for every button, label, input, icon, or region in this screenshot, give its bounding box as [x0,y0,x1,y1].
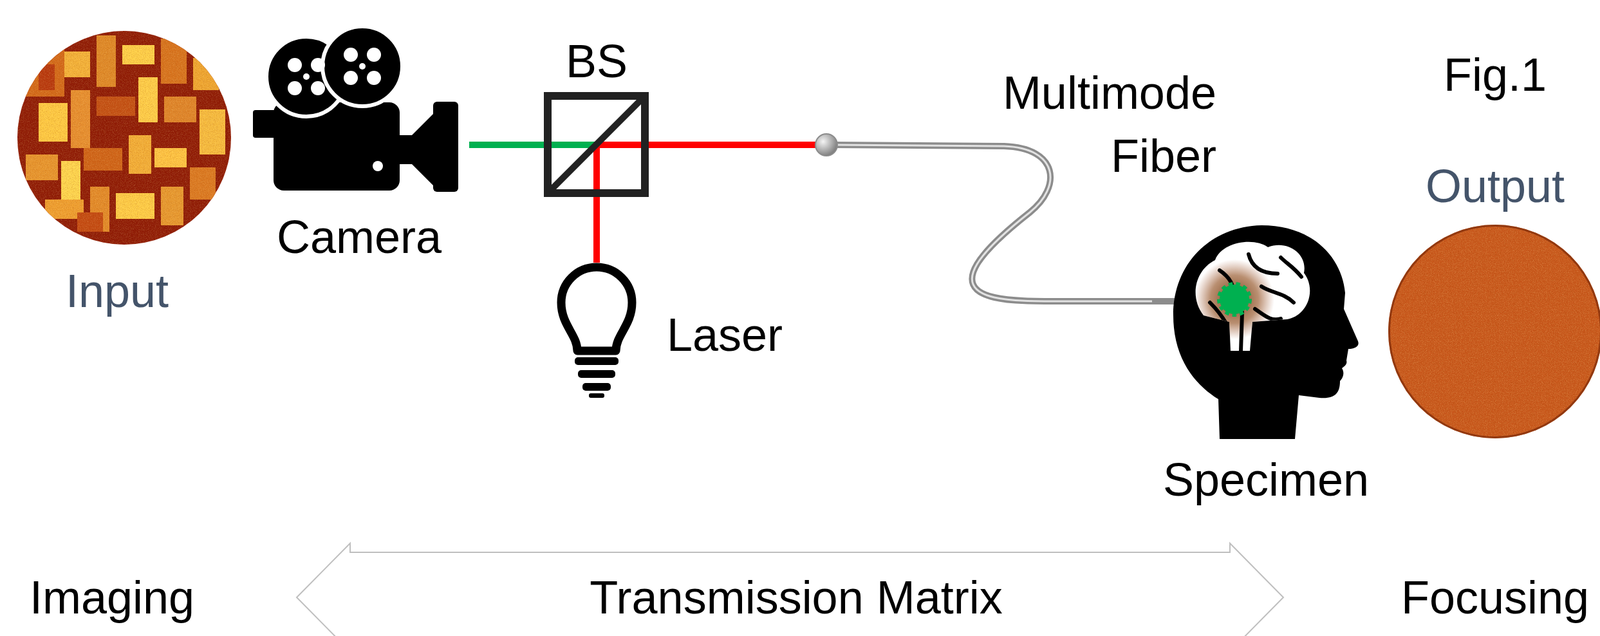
light-beam [648,141,819,149]
output-speckle-image [1388,224,1600,439]
camera-icon [366,47,382,62]
camera-icon [287,47,383,172]
connector [469,144,544,146]
node-label: Input [65,267,169,315]
laser-bulb-icon [574,357,619,365]
connector [596,196,598,263]
node-label: Camera [276,213,442,261]
fiber-highlight [832,144,1159,302]
input-speckle-image [17,30,232,245]
output-speckle-image [1388,224,1600,439]
brain-drawing [1280,257,1302,277]
camera-icon [310,57,326,73]
light-beam [469,141,544,149]
laser-bulb-icon [582,382,611,391]
node-label: BS [565,37,628,85]
brain-drawing [1255,308,1281,320]
output-speckle-image [1388,225,1600,438]
beam-splitter: BS [543,32,649,197]
brain-drawing [1219,284,1250,315]
camera-icon: Camera [252,25,470,264]
light-beam [593,196,600,263]
head-silhouette [1173,225,1359,439]
input-speckle-image [17,30,232,245]
laser-bulb-icon [588,393,605,398]
camera-icon [433,101,459,192]
side-label: Imaging [29,574,195,621]
head-silhouette [1173,225,1359,439]
camera-icon [287,57,302,73]
camera-icon [252,26,459,192]
figure-number: Fig.1 [1443,51,1547,98]
laser-bulb-icon [561,267,633,398]
brain-drawing [1209,254,1302,351]
fiber-label: Multimode Fiber [933,61,1217,188]
beam-paths [596,141,649,149]
connector [648,133,1159,302]
specimen-icon: Specimen [1158,224,1374,508]
node-label: Specimen [1162,456,1369,503]
output-speckle-image [1388,224,1600,439]
laser-bulb-icon [577,370,616,378]
brain-drawing [1248,254,1278,274]
beam-paths [543,141,597,149]
node-label: Output [1425,162,1565,210]
beam-paths [543,144,649,197]
camera-icon [398,112,435,187]
beam-splitter-cube [547,95,645,194]
camera-icon [359,63,366,70]
double-arrow-outline [296,543,1284,636]
node-label: Transmission Matrix [589,574,1003,621]
input-speckle-image [17,30,232,245]
input-image: Input [17,30,232,321]
brain-drawing [1240,312,1243,351]
brain-drawing [1194,241,1310,351]
camera-icon [366,70,382,85]
camera-icon [372,160,383,172]
camera-icon [252,110,277,138]
output-image: Output [1377,154,1600,441]
node-label: Laser [666,311,783,358]
input-speckle-image [17,30,232,245]
fiber-tube [832,144,1159,302]
camera-icon [322,26,403,107]
camera-icon [287,81,302,96]
output-speckle-image [1388,224,1600,439]
beam-splitter-cube [548,97,644,192]
laser-bulb-icon [561,267,633,351]
side-label: Focusing [1401,574,1590,621]
beam-splitter-cube [547,95,645,194]
beam-paths [593,144,600,197]
brain-drawing [1261,286,1294,303]
laser-icon: Laser [553,262,792,395]
camera-icon [343,47,358,62]
transmission-arrow: Transmission Matrix [296,542,1284,636]
camera-icon [310,81,326,96]
camera-icon [303,73,310,80]
fiber-tip [815,133,838,156]
camera-icon [343,70,358,85]
